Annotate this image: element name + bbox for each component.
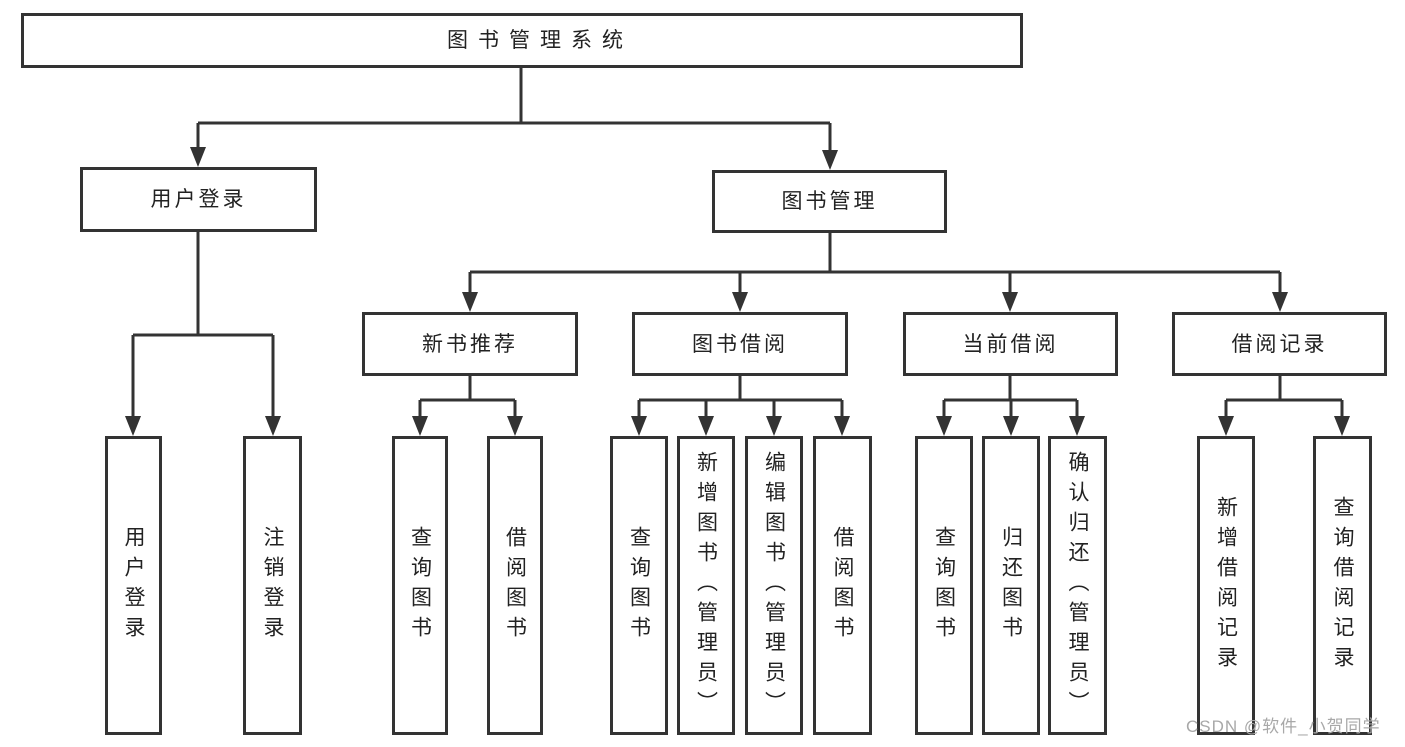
node-label: 归还图书 xyxy=(999,525,1023,646)
node-label: 用户登录 xyxy=(150,188,247,211)
connector-book-borrowing-to-leaves xyxy=(631,376,850,436)
node-label: 编辑图书（管理员） xyxy=(762,450,786,721)
leaf-logout: 注销登录 xyxy=(243,436,302,735)
node-label: 图书管理 xyxy=(781,190,878,213)
leaf-return-books: 归还图书 xyxy=(982,436,1040,735)
node-label: 新增图书（管理员） xyxy=(694,450,718,721)
node-label: 借阅图书 xyxy=(503,525,527,646)
node-label: 借阅记录 xyxy=(1231,332,1328,356)
node-new-book-recommendation: 新书推荐 xyxy=(362,312,578,376)
leaf-user-login: 用户登录 xyxy=(105,436,162,735)
node-label: 借阅图书 xyxy=(831,525,854,646)
node-label: 新增借阅记录 xyxy=(1214,495,1238,676)
node-label: 查询图书 xyxy=(932,525,956,646)
node-library-management-system: 图书管理系统 xyxy=(21,13,1023,68)
leaf-edit-books-admin: 编辑图书（管理员） xyxy=(745,436,803,735)
leaf-add-borrow-record: 新增借阅记录 xyxy=(1197,436,1255,735)
node-book-borrowing: 图书借阅 xyxy=(632,312,848,376)
watermark-csdn: CSDN @软件_小贺同学 xyxy=(1186,717,1381,736)
node-book-management: 图书管理 xyxy=(712,170,947,233)
leaf-borrow-books-borrowing: 借阅图书 xyxy=(813,436,872,735)
leaf-borrow-books-recommend: 借阅图书 xyxy=(487,436,543,735)
node-label: 注销登录 xyxy=(261,525,284,646)
connector-book-management-to-level3 xyxy=(462,233,1288,312)
leaf-query-books-borrowing: 查询图书 xyxy=(610,436,668,735)
leaf-confirm-return-admin: 确认归还（管理员） xyxy=(1048,436,1107,735)
connector-root-to-level2 xyxy=(190,68,838,170)
node-label: 当前借阅 xyxy=(962,332,1059,356)
node-current-borrowing: 当前借阅 xyxy=(903,312,1118,376)
node-label: 新书推荐 xyxy=(422,332,518,356)
node-label: 查询图书 xyxy=(408,525,432,646)
node-label: 查询借阅记录 xyxy=(1331,495,1354,676)
connector-new-book-recommendation-to-leaves xyxy=(412,376,523,436)
node-label: 确认归还（管理员） xyxy=(1066,450,1089,721)
node-label: 查询图书 xyxy=(627,525,651,646)
node-label: 图书借阅 xyxy=(692,332,788,356)
node-label: 用户登录 xyxy=(122,525,145,646)
leaf-query-books-current: 查询图书 xyxy=(915,436,973,735)
connector-borrowing-records-to-leaves xyxy=(1218,376,1350,436)
node-user-login: 用户登录 xyxy=(80,167,317,232)
leaf-query-borrow-record: 查询借阅记录 xyxy=(1313,436,1372,735)
node-borrowing-records: 借阅记录 xyxy=(1172,312,1387,376)
leaf-query-books-recommend: 查询图书 xyxy=(392,436,448,735)
connector-current-borrowing-to-leaves xyxy=(936,376,1085,436)
leaf-add-books-admin: 新增图书（管理员） xyxy=(677,436,735,735)
node-label: 图书管理系统 xyxy=(447,29,633,52)
connector-user-login-to-leaves xyxy=(125,232,281,436)
